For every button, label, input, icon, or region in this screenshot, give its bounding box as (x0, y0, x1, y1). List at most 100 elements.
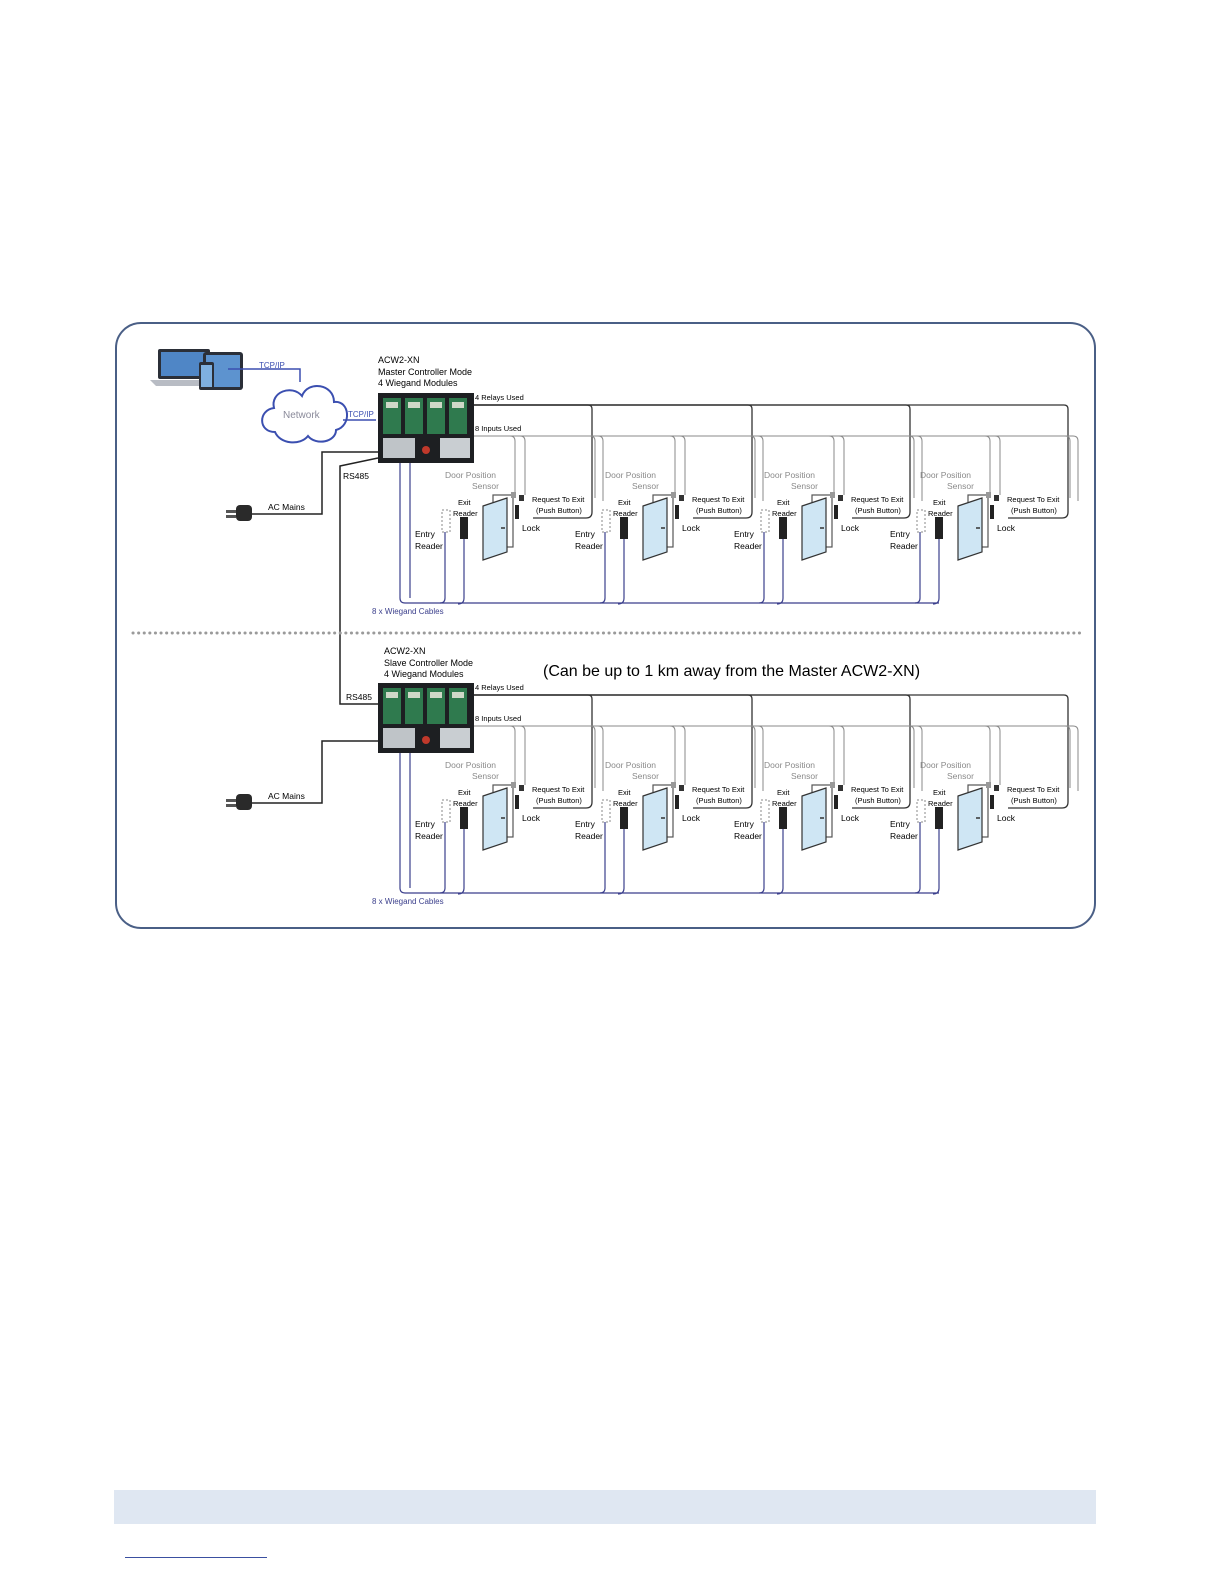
door-unit-4: Door PositionSensorExitReaderEntryReader… (890, 470, 1060, 605)
input-wire (474, 435, 1001, 495)
entry-reader-label-2: Reader (575, 541, 603, 551)
power-supply (383, 438, 415, 458)
door-unit-4: Door PositionSensorExitReaderEntryReader… (890, 760, 1060, 895)
input-wire (474, 725, 756, 788)
lock-icon (675, 795, 679, 809)
input-wire (474, 725, 604, 791)
input-wire (474, 435, 756, 498)
dps-icon (671, 492, 676, 498)
input-wire (474, 725, 845, 785)
rte-label-2: (Push Button) (536, 506, 582, 515)
dps-icon (511, 492, 516, 498)
door-icon (957, 787, 983, 851)
rte-button-icon (994, 495, 999, 501)
exit-reader-label: Exit (933, 788, 946, 797)
rte-label: Request To Exit (692, 495, 745, 504)
rte-button-icon (519, 495, 524, 501)
wiegand-cable (617, 539, 625, 605)
power-supply (383, 728, 415, 748)
door-unit-2: Door PositionSensorExitReaderEntryReader… (575, 760, 745, 895)
entry-reader-icon (601, 799, 611, 823)
door-icon (642, 497, 668, 561)
entry-reader-label-2: Reader (890, 831, 918, 841)
master-ac-cable (250, 451, 378, 515)
rte-button-icon (679, 495, 684, 501)
tamper-switch (422, 736, 430, 744)
rte-button-icon (519, 785, 524, 791)
rte-label-2: (Push Button) (855, 506, 901, 515)
dps-label: Door Position (605, 760, 656, 770)
lock-label: Lock (997, 523, 1016, 533)
exit-reader-icon (620, 807, 628, 829)
door-unit-1: Door PositionSensorExitReaderEntryReader… (415, 760, 585, 895)
wiegand-cables-label: 8 x Wiegand Cables (372, 897, 444, 906)
slave-rs485-label: RS485 (346, 692, 372, 702)
tamper-switch (422, 446, 430, 454)
input-wire (474, 725, 1071, 788)
slave-modules: 4 Wiegand Modules (384, 669, 464, 679)
lock-label: Lock (997, 813, 1016, 823)
entry-reader-label-2: Reader (734, 831, 762, 841)
input-wire (474, 435, 915, 498)
entry-reader-icon (916, 509, 926, 533)
input-wire (474, 435, 845, 495)
battery-box (440, 438, 470, 458)
battery-box (440, 728, 470, 748)
wiegand-cable (617, 829, 625, 895)
footer-band (114, 1490, 1096, 1524)
exit-reader-label: Exit (458, 788, 471, 797)
dps-label-2: Sensor (791, 481, 818, 491)
dps-label: Door Position (445, 470, 496, 480)
wiegand-cable (932, 539, 940, 605)
dps-label-2: Sensor (472, 481, 499, 491)
relay-wire (474, 694, 1069, 809)
door-icon (482, 497, 508, 561)
exit-reader-icon (779, 517, 787, 539)
entry-reader-label-2: Reader (415, 831, 443, 841)
module-chip (452, 402, 464, 408)
entry-reader-label-2: Reader (890, 541, 918, 551)
exit-reader-label: Exit (777, 498, 790, 507)
inputs-label: 8 Inputs Used (475, 714, 521, 723)
wiegand-bus (399, 753, 939, 894)
exit-reader-label: Exit (618, 788, 631, 797)
dps-icon (986, 782, 991, 788)
entry-reader-label-2: Reader (734, 541, 762, 551)
entry-reader-icon (441, 799, 451, 823)
rte-button-icon (838, 495, 843, 501)
lock-icon (675, 505, 679, 519)
rte-label: Request To Exit (692, 785, 745, 794)
exit-reader-label-2: Reader (772, 509, 797, 518)
entry-reader-label: Entry (734, 529, 755, 539)
dps-label-2: Sensor (791, 771, 818, 781)
module-chip (386, 692, 398, 698)
distance-note: (Can be up to 1 km away from the Master … (543, 663, 920, 680)
dps-label-2: Sensor (947, 771, 974, 781)
door-unit-3: Door PositionSensorExitReaderEntryReader… (734, 760, 904, 895)
input-wire (474, 725, 764, 791)
wiegand-bus (399, 463, 939, 604)
dps-label-2: Sensor (947, 481, 974, 491)
door-unit-2: Door PositionSensorExitReaderEntryReader… (575, 470, 745, 605)
exit-reader-label-2: Reader (772, 799, 797, 808)
input-wire (474, 725, 991, 782)
dps-label: Door Position (764, 470, 815, 480)
wiegand-cable (457, 829, 465, 895)
relays-label: 4 Relays Used (475, 393, 524, 402)
lock-icon (515, 505, 519, 519)
rte-button-icon (838, 785, 843, 791)
tcpip-top-link (228, 368, 301, 382)
door-icon (801, 497, 827, 561)
lock-label: Lock (841, 523, 860, 533)
exit-reader-label-2: Reader (928, 509, 953, 518)
entry-reader-icon (601, 509, 611, 533)
lock-label: Lock (682, 813, 701, 823)
lock-icon (515, 795, 519, 809)
dps-label: Door Position (920, 470, 971, 480)
rte-label-2: (Push Button) (696, 796, 742, 805)
exit-reader-label-2: Reader (613, 509, 638, 518)
rte-label: Request To Exit (1007, 495, 1060, 504)
dps-label: Door Position (920, 760, 971, 770)
master-model: ACW2-XN (378, 355, 420, 365)
master-mode: Master Controller Mode (378, 367, 472, 377)
